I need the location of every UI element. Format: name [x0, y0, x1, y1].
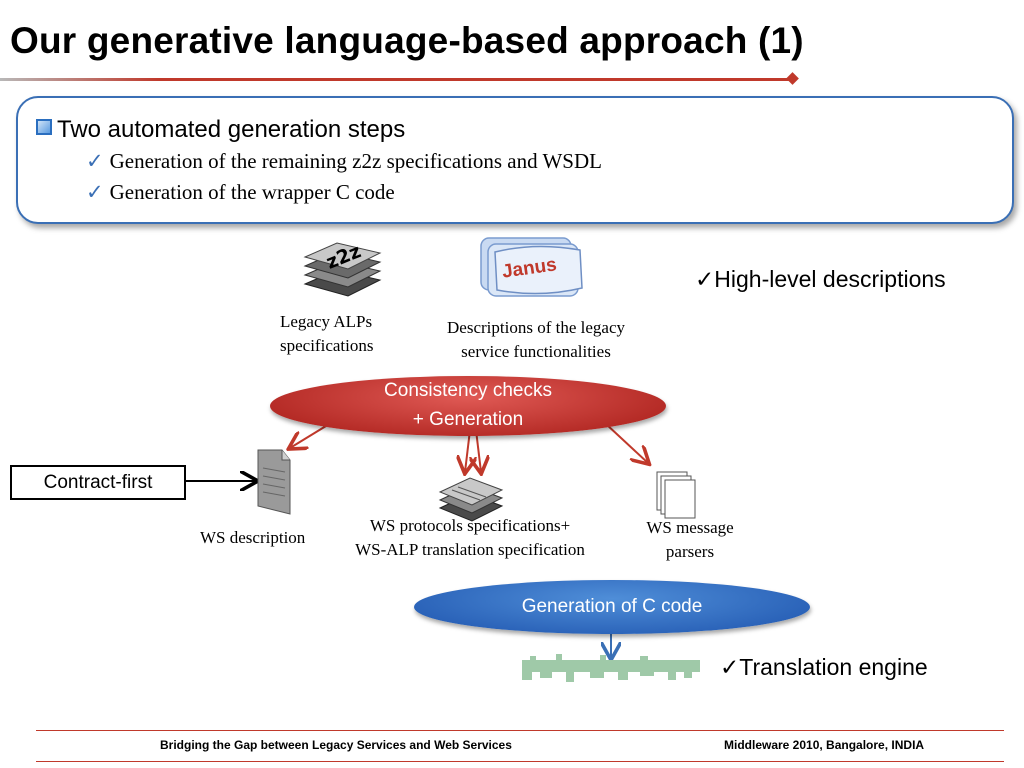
- checkmark-icon: ✓: [720, 654, 740, 680]
- checkmark-icon: ✓: [86, 180, 104, 204]
- ws-protocols-label: WS protocols specifications+ WS-ALP tran…: [355, 516, 585, 559]
- sub-bullet-1: ✓Generation of the remaining z2z specifi…: [86, 149, 602, 174]
- arrow-to-ws-protocols-1: [465, 429, 470, 472]
- arrow-to-ws-description: [290, 425, 327, 448]
- ws-protocols-stack-icon: [438, 477, 504, 522]
- main-bullet: Two automated generation steps: [36, 116, 405, 144]
- contract-first-box: Contract-first: [10, 465, 186, 500]
- square-bullet-icon: [36, 119, 52, 135]
- sub-bullet-2-text: Generation of the wrapper C code: [109, 180, 395, 204]
- arrow-to-ws-parsers: [605, 423, 648, 463]
- footer-right-text: Middleware 2010, Bangalore, INDIA: [724, 738, 925, 752]
- sub-bullet-1-text: Generation of the remaining z2z specific…: [109, 149, 602, 173]
- janus-stack-icon: [480, 237, 583, 297]
- arrow-to-ws-protocols-2: [476, 429, 481, 472]
- footer-rule-bottom: [36, 761, 1004, 762]
- consistency-line-2: + Generation: [412, 409, 524, 430]
- consistency-generation-ellipse: Consistency checks + Generation: [270, 376, 666, 436]
- main-bullet-text: Two automated generation steps: [57, 116, 406, 143]
- ws-parsers-pages-icon: [656, 471, 696, 519]
- high-level-note: ✓High-level descriptions: [695, 266, 946, 293]
- footer-rule-top: [36, 730, 1004, 731]
- generation-c-code-ellipse: Generation of C code: [414, 580, 810, 634]
- ws-description-document-icon: [257, 449, 291, 515]
- consistency-line-1: Consistency checks: [384, 380, 552, 401]
- checkmark-icon: ✓: [695, 266, 715, 292]
- checkmark-icon: ✓: [86, 149, 104, 173]
- ws-parsers-label: WS message parsers: [646, 518, 734, 561]
- footer-left-text: Bridging the Gap between Legacy Services…: [160, 738, 512, 752]
- translation-engine-text: Translation engine: [739, 654, 928, 680]
- legacy-alps-label: Legacy ALPs specifications: [280, 312, 374, 355]
- ws-description-label: WS description: [200, 528, 306, 547]
- steps-box: [16, 96, 1014, 224]
- sub-bullet-2: ✓Generation of the wrapper C code: [86, 180, 395, 205]
- slide-title: Our generative language-based approach (…: [10, 20, 804, 61]
- z2z-stack-icon: [303, 242, 382, 297]
- translation-engine-skyline-icon: [522, 654, 700, 682]
- title-underline: [0, 78, 795, 81]
- translation-engine-note: ✓Translation engine: [720, 654, 928, 681]
- high-level-note-text: High-level descriptions: [714, 266, 946, 292]
- janus-descriptions-label: Descriptions of the legacy service funct…: [447, 318, 625, 361]
